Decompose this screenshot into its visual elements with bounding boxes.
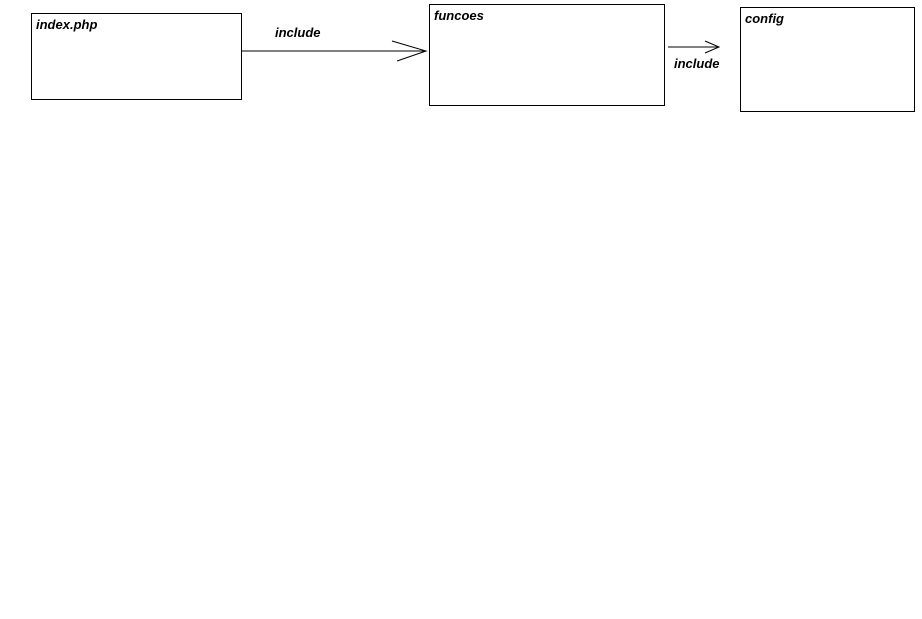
edge-funcoes-to-config <box>668 40 721 54</box>
node-funcoes[interactable]: funcoes <box>429 4 665 106</box>
edge-label-index-funcoes: include <box>275 25 321 40</box>
open-arrowhead-icon <box>704 40 721 54</box>
node-title: config <box>745 11 784 26</box>
edge-label-funcoes-config: include <box>674 56 720 71</box>
node-title: index.php <box>36 17 98 32</box>
node-title: funcoes <box>434 8 484 23</box>
node-index-php[interactable]: index.php <box>31 13 242 100</box>
edge-index-to-funcoes <box>242 40 428 62</box>
open-arrowhead-icon <box>391 40 428 62</box>
node-config[interactable]: config <box>740 7 915 112</box>
